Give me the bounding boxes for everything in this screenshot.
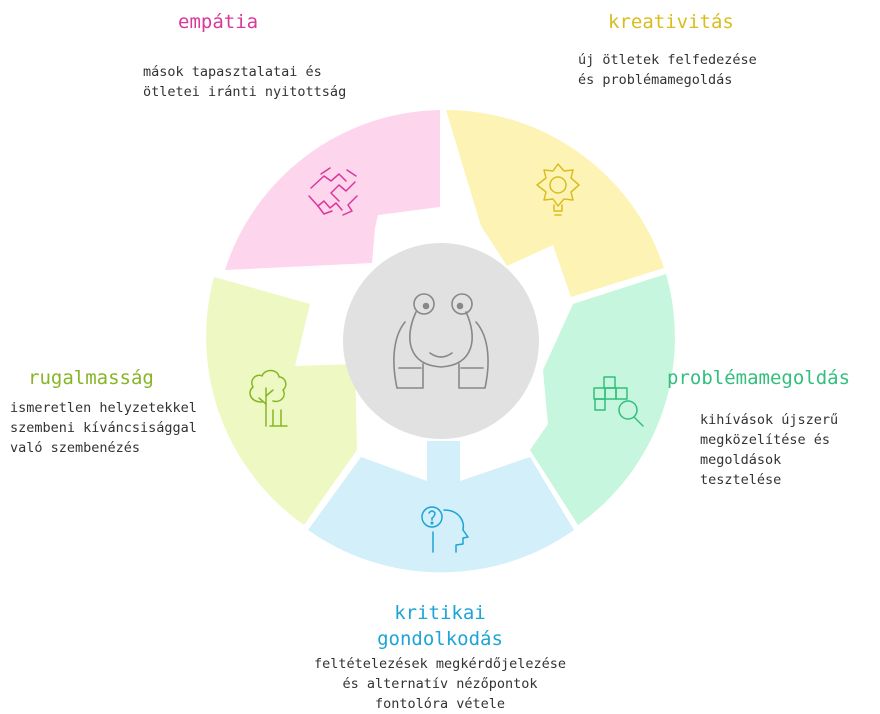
segment-creativity <box>446 110 664 297</box>
flex-title: rugalmasság <box>28 367 154 389</box>
handshake-icon <box>308 167 358 216</box>
problem-title: problémamegoldás <box>667 367 851 389</box>
problem-description: kihívások újszerű megközelítése és megol… <box>700 412 839 488</box>
creativity-title: kreativitás <box>608 11 734 33</box>
empathy-title: empátia <box>178 11 259 33</box>
lightbulb-gear-icon <box>536 163 580 216</box>
critical-description: feltételezések megkérdőjelezése és alter… <box>314 656 566 712</box>
puzzle-search-icon <box>593 376 644 427</box>
center-circle <box>343 243 539 439</box>
critical-title: kritikai gondolkodás <box>377 602 503 650</box>
segment-empathy <box>225 110 440 270</box>
segment-flex <box>206 277 357 525</box>
tree-icon <box>249 369 288 427</box>
segment-critical <box>308 441 574 573</box>
explorer-creature-icon <box>393 293 489 389</box>
empathy-description: mások tapasztalatai és ötletei iránti ny… <box>143 64 347 100</box>
flex-description: ismeretlen helyzetekkel szembeni kíváncs… <box>10 400 197 456</box>
head-question-icon <box>421 506 469 553</box>
creativity-description: új ötletek felfedezése és problémamegold… <box>578 52 757 88</box>
